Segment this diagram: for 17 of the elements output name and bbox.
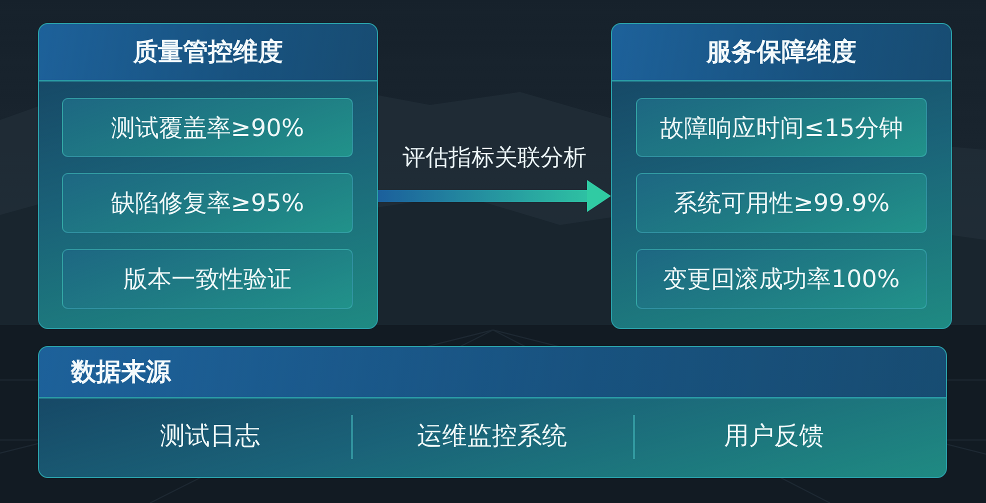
panel-title: 服务保障维度 (706, 37, 856, 67)
edge-label: 评估指标关联分析 (402, 144, 586, 172)
metric-card: 测试覆盖率≥90% (62, 98, 353, 157)
arrow (378, 180, 611, 212)
data-source-label: 用户反馈 (724, 421, 824, 451)
data-source-label: 测试日志 (160, 421, 260, 451)
dimension-panel (38, 23, 378, 329)
metric-card: 变更回滚成功率100% (636, 249, 927, 309)
data-source-label: 运维监控系统 (417, 421, 567, 451)
dimension-panel (38, 346, 947, 478)
dimension-panel (611, 23, 952, 329)
metric-card: 版本一致性验证 (62, 249, 353, 309)
panel-title: 数据来源 (71, 357, 171, 387)
metric-card: 系统可用性≥99.9% (636, 173, 927, 233)
metric-card: 故障响应时间≤15分钟 (636, 98, 927, 157)
metric-card: 缺陷修复率≥95% (62, 173, 353, 233)
panel-title: 质量管控维度 (133, 37, 283, 67)
